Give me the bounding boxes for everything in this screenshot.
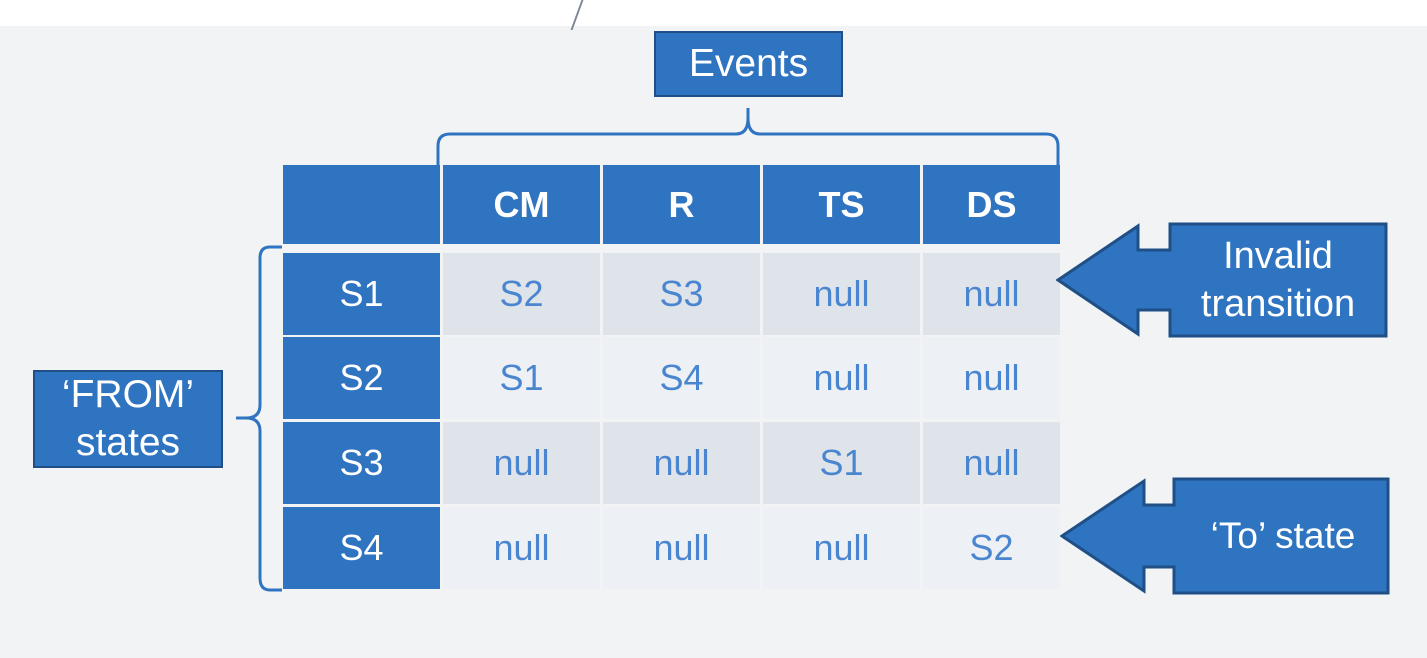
table-cell-r1-c0: S1 bbox=[443, 337, 600, 419]
events-label: Events bbox=[688, 42, 809, 85]
column-header-3: DS bbox=[923, 165, 1060, 244]
column-header-1: R bbox=[603, 165, 760, 244]
row-header-2: S3 bbox=[283, 422, 440, 504]
table-cell-r0-c0: S2 bbox=[443, 253, 600, 335]
invalid-line1: Invalid bbox=[1223, 235, 1333, 277]
table-cell-r3-c2: null bbox=[763, 507, 920, 589]
table-cell-r0-c2: null bbox=[763, 253, 920, 335]
from-states-callout: ‘FROM’ states bbox=[33, 370, 223, 468]
table-cell-r2-c1: null bbox=[603, 422, 760, 504]
events-brace bbox=[436, 108, 1060, 165]
table-cell-r0-c3: null bbox=[923, 253, 1060, 335]
top-strip bbox=[0, 0, 1427, 26]
table-cell-r2-c2: S1 bbox=[763, 422, 920, 504]
row-header-1: S2 bbox=[283, 337, 440, 419]
table-cell-r0-c1: S3 bbox=[603, 253, 760, 335]
table-cell-r2-c3: null bbox=[923, 422, 1060, 504]
invalid-transition-arrow: Invalid transition bbox=[1056, 222, 1388, 338]
from-states-brace bbox=[236, 245, 282, 592]
to-state-label: ‘To’ state bbox=[1210, 515, 1356, 556]
invalid-transition-label: Invalid transition bbox=[1170, 232, 1386, 328]
row-header-0: S1 bbox=[283, 253, 440, 335]
table-cell-r1-c1: S4 bbox=[603, 337, 760, 419]
row-header-3: S4 bbox=[283, 507, 440, 589]
table-cell-r1-c3: null bbox=[923, 337, 1060, 419]
table-cell-r1-c2: null bbox=[763, 337, 920, 419]
invalid-line2: transition bbox=[1200, 283, 1356, 325]
column-header-0: CM bbox=[443, 165, 600, 244]
table-cell-r3-c0: null bbox=[443, 507, 600, 589]
from-states-line2: states bbox=[75, 421, 181, 464]
to-state-arrow: ‘To’ state bbox=[1060, 477, 1392, 595]
table-cell-r3-c1: null bbox=[603, 507, 760, 589]
column-header-2: TS bbox=[763, 165, 920, 244]
events-callout: Events bbox=[654, 31, 843, 97]
corner-header bbox=[283, 165, 440, 244]
from-states-line1: ‘FROM’ bbox=[61, 373, 195, 416]
table-cell-r2-c0: null bbox=[443, 422, 600, 504]
table-cell-r3-c3: S2 bbox=[923, 507, 1060, 589]
